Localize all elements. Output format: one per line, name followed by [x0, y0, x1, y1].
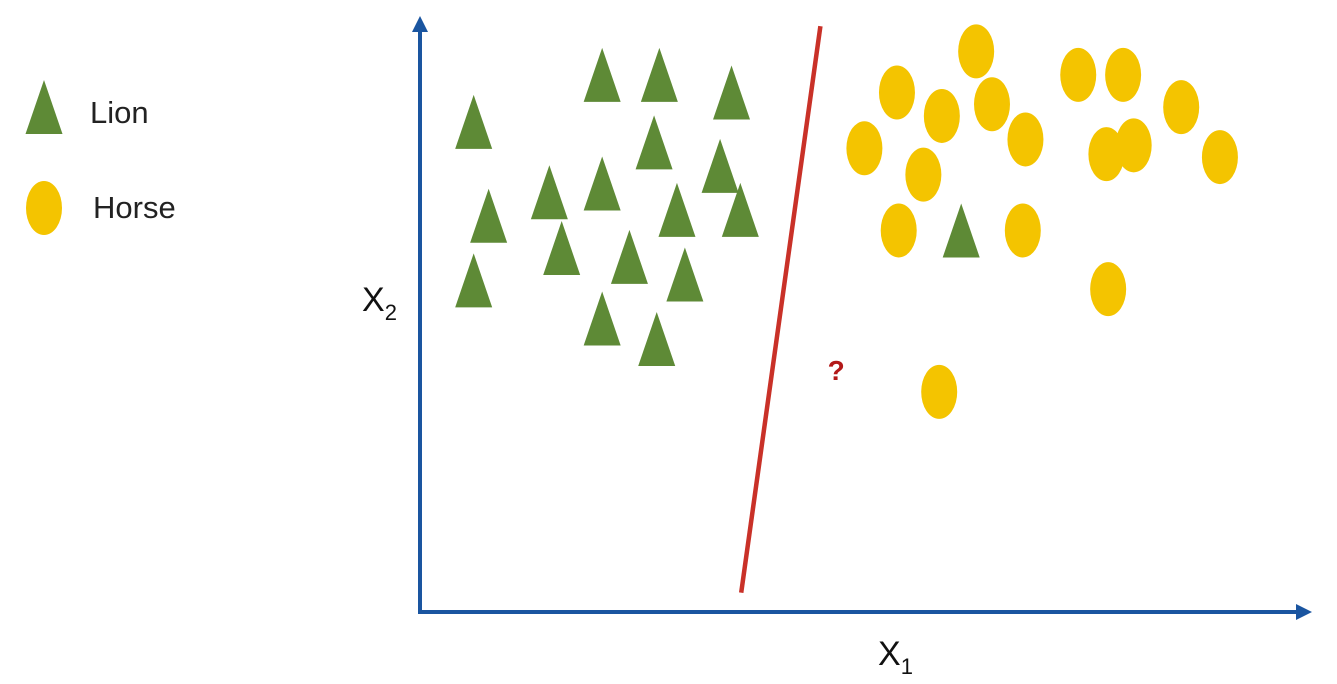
horse-point-3: [923, 88, 960, 143]
decision-boundary-layer: [738, 25, 823, 593]
horse-point-11: [1105, 47, 1142, 102]
horse-point-4: [958, 24, 995, 79]
horse-point-17: [921, 364, 958, 419]
lion-point-6: [583, 47, 621, 102]
lion-point-11: [640, 47, 678, 102]
lion-point-7: [583, 156, 621, 211]
legend-label-lion: Lion: [90, 95, 149, 130]
horse-point-1: [846, 121, 883, 176]
lion-point-17: [721, 182, 759, 237]
x-axis-title-subscript: 1: [901, 654, 913, 679]
horse-point-2: [878, 65, 915, 120]
lion-point-2: [470, 188, 508, 243]
y-axis-title-base: X: [362, 281, 385, 319]
lion-point-8: [610, 229, 648, 284]
legend-marker-lion: [25, 80, 63, 134]
annotations: ?: [828, 355, 845, 386]
lion-point-3: [455, 253, 493, 308]
lion-point-9: [583, 291, 621, 346]
lion-point-14: [638, 312, 676, 367]
legend-label-horse: Horse: [93, 190, 176, 225]
lion-point-10: [635, 115, 673, 170]
lion-point-13: [666, 247, 704, 302]
legend-marker-horse: [26, 181, 62, 235]
horse-point-12: [1088, 127, 1125, 182]
y-axis-title-subscript: 2: [385, 300, 397, 325]
x-axis-title: X1: [878, 635, 913, 679]
horse-point-10: [1060, 47, 1097, 102]
horse-point-13: [1115, 118, 1152, 173]
unknown-point-annotation: ?: [828, 355, 845, 386]
horse-point-9: [1004, 203, 1041, 258]
y-axis-arrowhead: [412, 16, 428, 32]
axes: [412, 16, 1312, 620]
horse-point-5: [974, 77, 1010, 132]
horse-point-8: [880, 203, 917, 258]
y-axis-title: X2: [362, 281, 397, 325]
legend: Lion Horse: [25, 80, 176, 235]
x-axis-arrowhead: [1296, 604, 1312, 620]
horse-point-15: [1201, 130, 1238, 185]
horse-point-6: [1007, 112, 1044, 167]
lion-point-15: [713, 65, 751, 120]
horse-point-14: [1163, 80, 1200, 135]
data-marks: [455, 24, 1238, 419]
lion-point-12: [658, 182, 696, 237]
x-axis-title-base: X: [878, 635, 901, 673]
lion-point-1: [455, 94, 493, 149]
lion-point-16: [701, 138, 739, 193]
horse-point-7: [905, 147, 942, 202]
lion-point-18: [942, 203, 980, 258]
lion-point-4: [530, 165, 568, 220]
horse-point-16: [1090, 262, 1127, 317]
lion-point-5: [543, 221, 581, 276]
decision-boundary-line: [738, 25, 823, 593]
